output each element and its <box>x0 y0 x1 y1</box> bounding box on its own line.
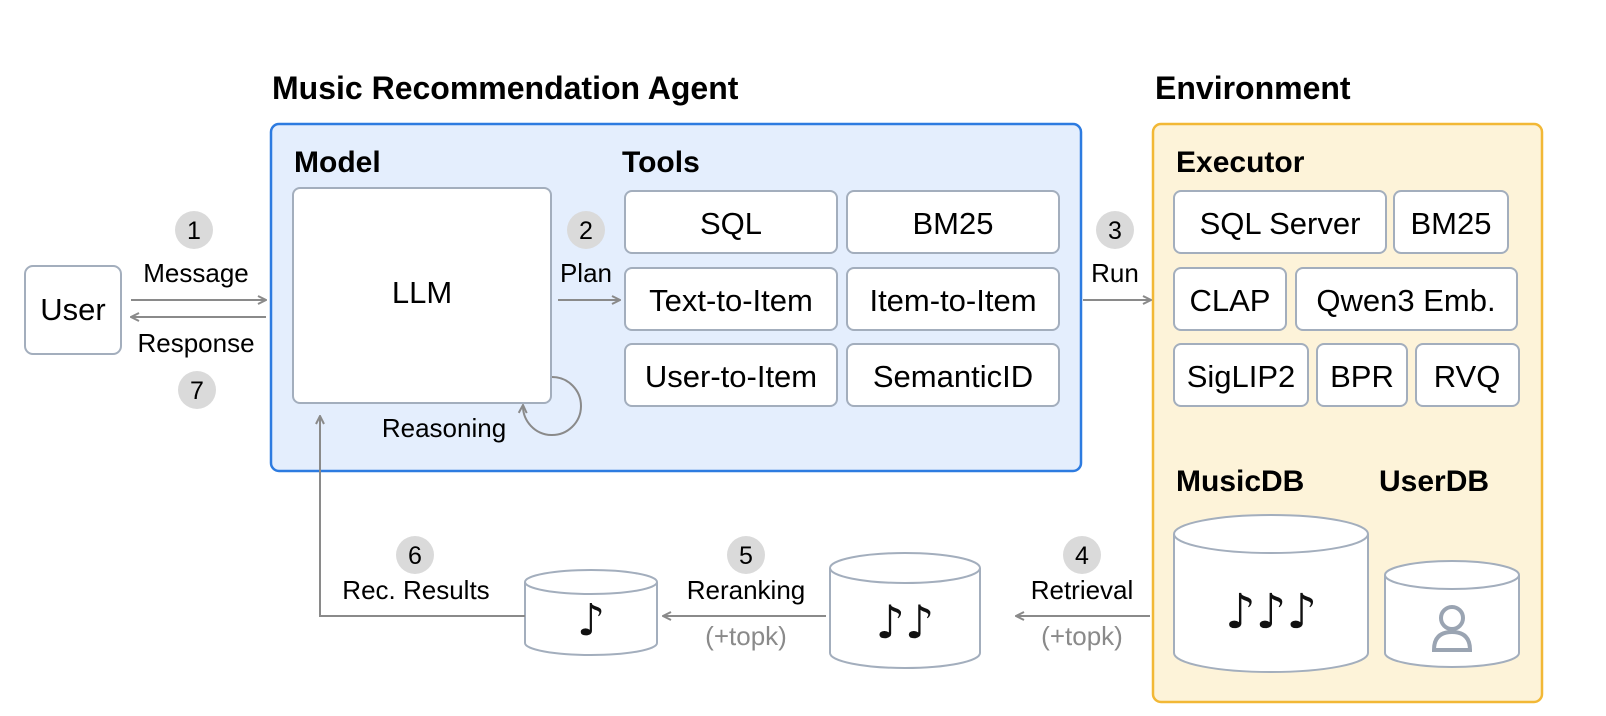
musicdb-cylinder: ♪♪♪ <box>1173 514 1369 673</box>
agent-title: Music Recommendation Agent <box>272 70 739 106</box>
executor-bm25: BM25 <box>1393 190 1509 254</box>
tool-label: SemanticID <box>873 359 1033 394</box>
executor-item-label: CLAP <box>1190 283 1271 318</box>
user-icon <box>1431 605 1473 652</box>
step-sublabel: (+topk) <box>705 621 787 651</box>
user-node: User <box>24 265 122 355</box>
step-7: 7 Response <box>137 328 255 409</box>
step-1: 1 Message <box>143 211 249 288</box>
executor-item-label: BPR <box>1330 359 1394 394</box>
step-3: 3 Run <box>1091 211 1139 288</box>
executor-siglip2: SigLIP2 <box>1173 343 1309 407</box>
musicdb-label: MusicDB <box>1176 465 1304 498</box>
tool-user-to-item: User-to-Item <box>624 343 838 407</box>
step-label: Run <box>1091 258 1139 288</box>
step-number: 5 <box>739 542 753 570</box>
userdb-label: UserDB <box>1379 465 1489 498</box>
step-number: 3 <box>1108 217 1122 245</box>
tool-sql: SQL <box>624 190 838 254</box>
tool-semanticid: SemanticID <box>846 343 1060 407</box>
step-number: 4 <box>1075 542 1089 570</box>
executor-clap: CLAP <box>1173 267 1287 331</box>
llm-box <box>292 187 552 404</box>
llm-label: LLM <box>392 275 452 310</box>
userdb-cylinder <box>1384 560 1520 668</box>
tool-label: SQL <box>700 206 762 241</box>
model-label: Model <box>294 146 381 179</box>
executor-item-label: BM25 <box>1411 206 1492 241</box>
tool-label: BM25 <box>913 206 994 241</box>
executor-item-label: RVQ <box>1434 359 1501 394</box>
step-label: Response <box>137 328 254 358</box>
executor-item-label: SQL Server <box>1200 206 1361 241</box>
step-label: Plan <box>560 258 612 288</box>
tool-item-to-item: Item-to-Item <box>846 267 1060 331</box>
step-number: 7 <box>190 377 204 405</box>
double-music-notes-icon: ♪♪ <box>876 595 935 649</box>
tool-label: Item-to-Item <box>869 283 1036 318</box>
step-label: Rec. Results <box>342 575 489 605</box>
environment-title: Environment <box>1155 70 1351 106</box>
step-number: 1 <box>187 217 201 245</box>
executor-label: Executor <box>1176 146 1305 179</box>
executor-sql-server: SQL Server <box>1173 190 1387 254</box>
triple-music-notes-icon: ♪♪♪ <box>1225 584 1317 640</box>
tool-label: User-to-Item <box>645 359 817 394</box>
step-2: 2 Plan <box>560 211 612 288</box>
executor-qwen3-emb: Qwen3 Emb. <box>1295 267 1518 331</box>
user-label: User <box>40 292 105 327</box>
step-sublabel: (+topk) <box>1041 621 1123 651</box>
tool-text-to-item: Text-to-Item <box>624 267 838 331</box>
tools-label: Tools <box>622 146 700 179</box>
executor-bpr: BPR <box>1316 343 1408 407</box>
reranked-items-cylinder: ♪ <box>524 569 658 656</box>
step-label: Reranking <box>687 575 806 605</box>
step-number: 2 <box>579 217 593 245</box>
tool-bm25: BM25 <box>846 190 1060 254</box>
retrieved-items-cylinder: ♪♪ <box>829 552 981 669</box>
executor-item-label: SigLIP2 <box>1187 359 1296 394</box>
single-music-note-icon: ♪ <box>577 595 605 646</box>
step-label: Message <box>143 258 249 288</box>
step-6: 6 Rec. Results <box>342 536 490 605</box>
step-label: Retrieval <box>1031 575 1134 605</box>
step-number: 6 <box>408 542 422 570</box>
tool-label: Text-to-Item <box>649 283 813 318</box>
executor-rvq: RVQ <box>1415 343 1520 407</box>
executor-item-label: Qwen3 Emb. <box>1316 283 1495 318</box>
rec-results-arrow <box>320 416 525 617</box>
reasoning-label: Reasoning <box>382 413 506 443</box>
step-5: 5 Reranking (+topk) <box>687 536 806 651</box>
reasoning-loop-arrow <box>523 376 582 436</box>
step-4: 4 Retrieval (+topk) <box>1031 536 1134 651</box>
